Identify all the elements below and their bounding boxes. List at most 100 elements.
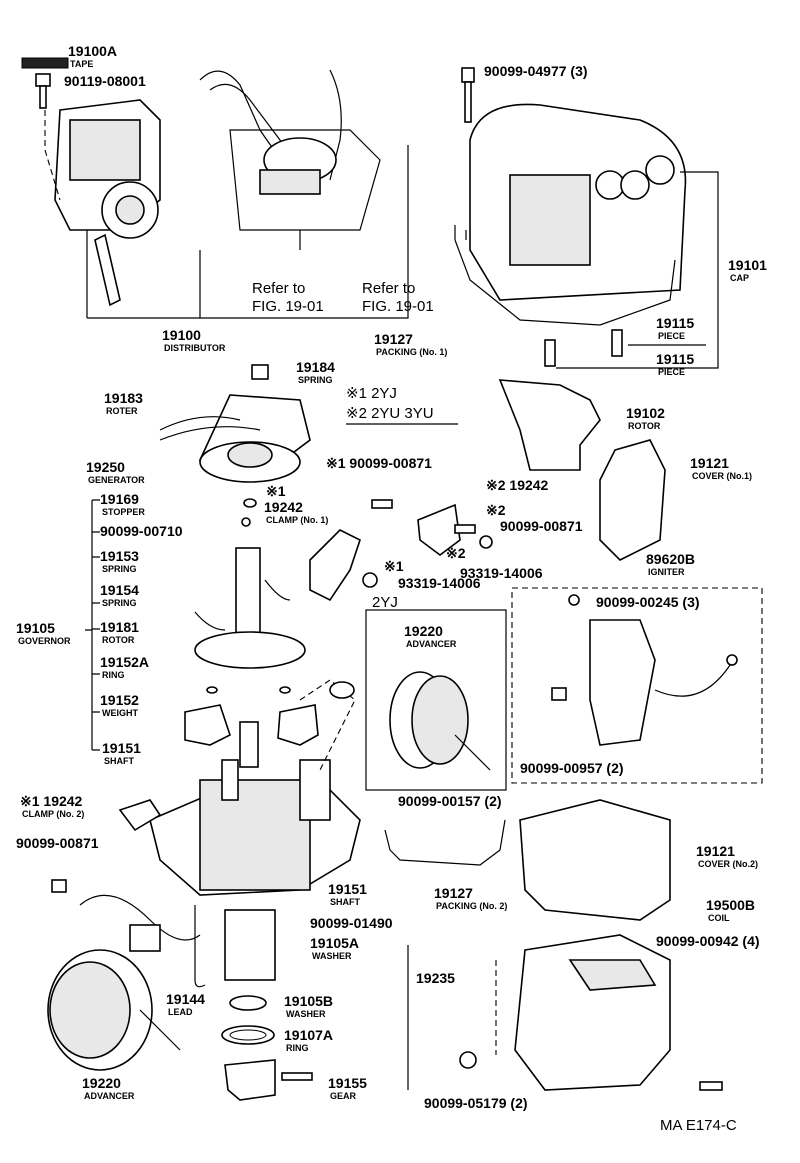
part-name: WASHER <box>286 1009 326 1019</box>
part-number: 19184 <box>296 359 335 375</box>
cover1-body <box>599 439 666 561</box>
part-number: 90099-00871 <box>500 518 583 534</box>
part-labels: 19100ATAPE90119-0800119100DISTRIBUTOR900… <box>16 43 767 1111</box>
part-name: PACKING (No. 1) <box>376 347 447 357</box>
part-name: STOPPER <box>102 507 145 517</box>
part-number: 90099-05179 (2) <box>424 1095 528 1111</box>
part-name: SPRING <box>102 564 137 574</box>
part-name: COVER (No.2) <box>698 859 758 869</box>
ref-text-1: Refer to <box>252 280 305 297</box>
part-number: 19242 <box>264 499 303 515</box>
variant-1-label: ※1 2YJ <box>346 385 397 402</box>
part-label-p9331914006a: 93319-14006 <box>460 565 543 581</box>
part-name: LEAD <box>168 1007 193 1017</box>
part-name: SPRING <box>298 375 333 385</box>
screw-head <box>35 73 51 87</box>
part-number: ※2 <box>486 502 506 518</box>
coil-body <box>514 934 671 1091</box>
part-label-p9009900157: 90099-00157 (2) <box>398 793 502 809</box>
igniter-drawing <box>551 594 738 746</box>
part-name: CLAMP (No. 2) <box>22 809 84 819</box>
part-name: GOVERNOR <box>18 636 71 646</box>
part-number: 19101 <box>728 257 767 273</box>
part-label-p9331914006b: 93319-14006 <box>398 575 481 591</box>
part-number: 19152 <box>100 692 139 708</box>
lower-parts-drawing <box>221 995 313 1101</box>
packing2-cover2-drawing <box>384 799 671 921</box>
part-number: 19105 <box>16 620 55 636</box>
part-number: ※1 <box>266 483 286 499</box>
distributor-advancer-hub <box>115 195 145 225</box>
cap-piece-1 <box>611 329 623 357</box>
part-name: ADVANCER <box>406 639 457 649</box>
part-number: 19115 <box>656 315 694 331</box>
part-name: ROTER <box>106 406 138 416</box>
washer-19105B <box>229 995 267 1011</box>
part-number: 19181 <box>100 619 139 635</box>
generator-drawing <box>159 364 311 483</box>
spring-small <box>251 364 269 380</box>
part-number: 19105B <box>284 993 333 1009</box>
igniter-body <box>589 619 656 746</box>
rotor-drawing <box>498 379 601 471</box>
part-name: ADVANCER <box>84 1091 135 1101</box>
gear-19155 <box>224 1059 276 1101</box>
part-label-p9009900942: 90099-00942 (4) <box>656 933 760 949</box>
part-number: 19151 <box>328 881 367 897</box>
part-label-s1b: ※1 <box>384 558 404 574</box>
governor-drawing <box>184 498 319 768</box>
ref-fig-2: FIG. 19-01 <box>362 298 434 315</box>
part-label-s1a: ※1 <box>266 483 286 499</box>
distributor-shaft-gear <box>94 233 121 307</box>
housing-drawing <box>149 679 361 981</box>
advancer-2yj-drawing <box>389 671 491 771</box>
part-number: ※1 <box>384 558 404 574</box>
ref-text-2: Refer to <box>362 280 415 297</box>
part-number: 19127 <box>374 331 413 347</box>
part-number: 90099-01490 <box>310 915 393 931</box>
tape-piece <box>21 57 69 69</box>
coil-drawing <box>459 934 723 1091</box>
box-2yj <box>365 609 507 791</box>
part-number: 19153 <box>100 548 139 564</box>
housing-body <box>199 779 311 891</box>
part-name: ROTOR <box>102 635 135 645</box>
part-label-p19242s2: ※2 19242 <box>486 477 549 493</box>
screw-shank <box>39 85 47 109</box>
clamps-drawing <box>309 499 493 602</box>
part-label-p9009900871b: 90099-00871 <box>500 518 583 534</box>
part-number: 19107A <box>284 1027 333 1043</box>
part-label-p9009900957: 90099-00957 (2) <box>520 760 624 776</box>
part-number: 90099-04977 (3) <box>484 63 588 79</box>
part-number: 19102 <box>626 405 665 421</box>
part-name: SPRING <box>102 598 137 608</box>
part-label-p9009900710: 90099-00710 <box>100 523 183 539</box>
part-number: 19144 <box>166 991 205 1007</box>
governor-rotor-plate <box>194 631 306 669</box>
part-label-s2a: ※2 <box>486 502 506 518</box>
part-number: 90119-08001 <box>64 73 146 89</box>
part-name: PIECE <box>658 367 685 377</box>
weight-right <box>277 704 319 746</box>
part-number: 19121 <box>690 455 729 471</box>
part-label-p19235: 19235 <box>416 970 455 986</box>
part-number: 19115 <box>656 351 694 367</box>
